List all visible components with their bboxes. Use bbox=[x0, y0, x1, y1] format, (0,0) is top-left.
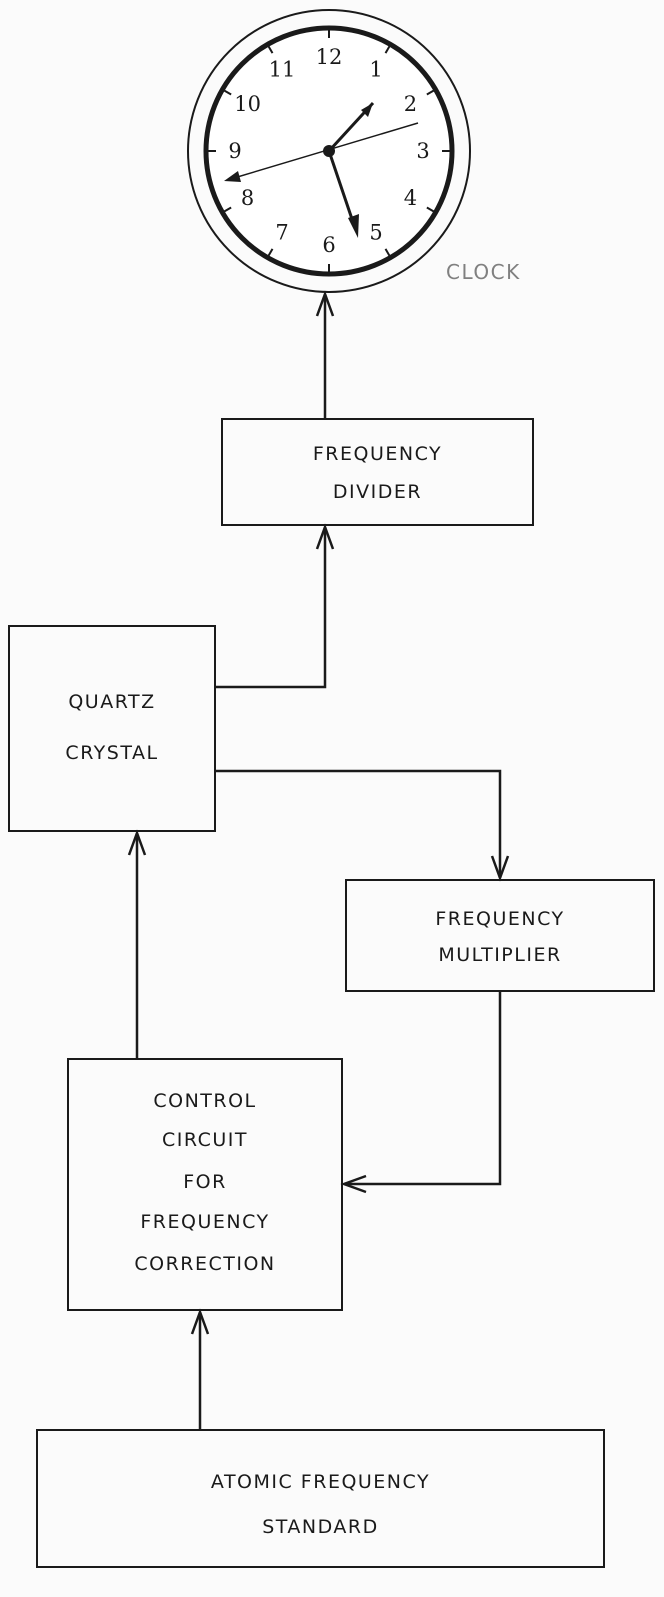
clock-numerals: 12 12 3 45 6 789 10 11 bbox=[228, 45, 429, 257]
clock-second-hand-tip bbox=[224, 171, 241, 182]
arrowhead-into-divider bbox=[315, 523, 335, 550]
frequency-divider-label-line1: FREQUENCY bbox=[312, 443, 443, 465]
clock-tick bbox=[223, 89, 232, 96]
frequency-divider-box bbox=[221, 418, 534, 526]
clock-label: CLOCK bbox=[446, 260, 521, 284]
clock-numeral: 1 bbox=[369, 58, 382, 82]
clock-tick bbox=[426, 206, 435, 213]
clock-hour-hand-tip bbox=[361, 103, 373, 117]
arrowhead-into-multiplier bbox=[490, 855, 510, 882]
atomic-standard-label-line2: STANDARD bbox=[262, 1516, 379, 1538]
arrowhead-into-quartz bbox=[127, 829, 147, 856]
clock-tick bbox=[267, 45, 274, 54]
quartz-crystal-label-line1: QUARTZ bbox=[68, 691, 156, 713]
control-circuit-label-line2: CIRCUIT bbox=[161, 1129, 248, 1151]
control-circuit-label-line3: FOR bbox=[183, 1171, 227, 1193]
clock-minute-hand bbox=[327, 150, 357, 229]
clock-minute-hand-tip bbox=[348, 214, 359, 238]
clock-tick bbox=[384, 248, 391, 257]
arrowhead-into-clock bbox=[315, 290, 335, 317]
clock-center-pin bbox=[323, 145, 335, 157]
atomic-frequency-standard-box bbox=[36, 1429, 605, 1568]
clock-tick bbox=[384, 45, 391, 54]
clock-tick bbox=[267, 248, 274, 257]
arrowhead-into-control-bottom bbox=[190, 1308, 210, 1335]
clock-tick-marks bbox=[208, 30, 450, 272]
control-circuit-label-line5: CORRECTION bbox=[134, 1253, 276, 1275]
frequency-multiplier-label-line2: MULTIPLIER bbox=[438, 944, 562, 966]
control-circuit-label-line1: CONTROL bbox=[153, 1090, 257, 1112]
clock-numeral: 11 bbox=[269, 58, 296, 82]
arrowhead-into-control bbox=[340, 1174, 367, 1194]
quartz-crystal-label-line2: CRYSTAL bbox=[65, 742, 159, 764]
clock-numeral: 2 bbox=[404, 92, 417, 116]
clock-numeral: 9 bbox=[228, 139, 241, 163]
clock-numeral: 6 bbox=[322, 233, 335, 257]
connector-quartz-to-divider bbox=[215, 527, 327, 689]
frequency-multiplier-box bbox=[345, 879, 655, 992]
clock-numeral: 10 bbox=[234, 92, 261, 116]
atomic-standard-label-line1: ATOMIC FREQUENCY bbox=[210, 1471, 431, 1493]
clock-numeral: 3 bbox=[416, 139, 429, 163]
quartz-crystal-box bbox=[8, 625, 216, 832]
connector-quartz-to-multiplier bbox=[215, 769, 502, 878]
clock-outer-ring bbox=[187, 9, 471, 293]
clock: 12 12 3 45 6 789 10 11 bbox=[187, 9, 471, 293]
connector-multiplier-to-control bbox=[344, 991, 502, 1186]
clock-numeral: 5 bbox=[369, 220, 382, 244]
clock-tick bbox=[223, 206, 232, 213]
clock-numeral: 12 bbox=[316, 45, 343, 69]
control-circuit-label-line4: FREQUENCY bbox=[140, 1211, 270, 1233]
frequency-divider-label-line2: DIVIDER bbox=[332, 481, 423, 503]
frequency-multiplier-label-line1: FREQUENCY bbox=[435, 908, 565, 930]
clock-numeral: 7 bbox=[275, 220, 288, 244]
clock-tick bbox=[426, 89, 435, 96]
clock-numeral: 8 bbox=[241, 186, 254, 210]
clock-numeral: 4 bbox=[404, 186, 417, 210]
